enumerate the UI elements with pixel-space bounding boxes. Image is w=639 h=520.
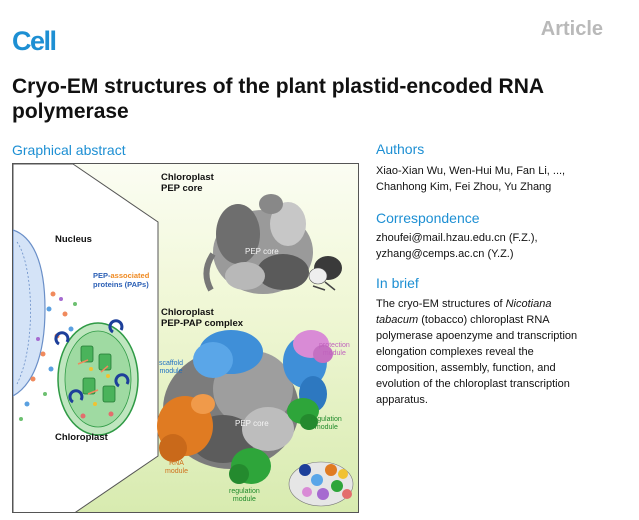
authors-list: Xiao-Xian Wu, Wen-Hui Mu, Fan Li, ..., C… (376, 165, 566, 193)
nucleus-label: Nucleus (55, 234, 92, 245)
graphical-abstract-figure: Nucleus PEP-associated proteins (PAPs) C… (12, 163, 359, 513)
pep-core-watermark: PEP core (245, 247, 279, 256)
authors-section: Authors Xiao-Xian Wu, Wen-Hui Mu, Fan Li… (376, 141, 626, 195)
graphical-abstract-heading: Graphical abstract (12, 142, 126, 158)
chloroplast-label: Chloroplast (55, 432, 108, 443)
in-brief-heading: In brief (376, 275, 419, 291)
pep-pap-title: Chloroplast PEP-PAP complex (161, 307, 244, 329)
nucleus-shape (13, 229, 46, 397)
authors-heading: Authors (376, 141, 425, 157)
article-type: Article (540, 18, 603, 40)
graphical-abstract-drawing (13, 164, 354, 512)
pep-core-inset (308, 256, 342, 291)
pep-core-structure (203, 194, 313, 294)
pep-pap-structure (157, 330, 333, 484)
in-brief-section: In brief The cryo-EM structures of Nicot… (376, 275, 626, 408)
paps-label: PEP-associated proteins (PAPs) (93, 271, 150, 289)
pep-core-title: Chloroplast PEP core (161, 172, 214, 194)
correspondence-emails[interactable]: zhoufei@mail.hzau.edu.cn (F.Z.), yzhang@… (376, 232, 538, 260)
journal-logo: Cell (12, 26, 57, 56)
pep-pap-schematic (288, 461, 354, 507)
correspondence-heading: Correspondence (376, 210, 480, 226)
paper-title: Cryo-EM structures of the plant plastid-… (12, 75, 544, 123)
correspondence-section: Correspondence zhoufei@mail.hzau.edu.cn … (376, 210, 626, 262)
pep-pap-core-watermark: PEP core (235, 419, 269, 428)
in-brief-text: The cryo-EM structures of Nicotiana taba… (376, 298, 578, 406)
